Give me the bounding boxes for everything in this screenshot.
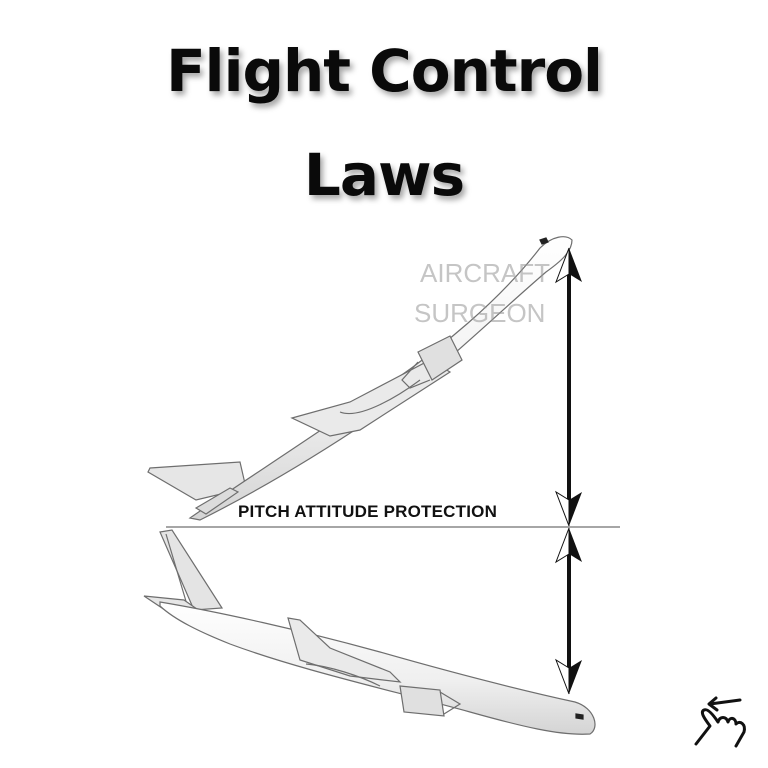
upper-double-arrow [555, 247, 582, 527]
title-line-1: Flight Control [166, 37, 603, 105]
lower-double-arrow [555, 527, 582, 695]
title-line-2: Laws [303, 141, 465, 209]
watermark-line-2: SURGEON [414, 298, 546, 328]
swipe-left-hand-icon [694, 696, 746, 748]
pitch-attitude-protection-label: PITCH ATTITUDE PROTECTION [238, 502, 498, 521]
watermark-line-1: AIRCRAFT [420, 258, 550, 288]
aircraft-nose-up [147, 236, 573, 521]
aircraft-nose-down [143, 529, 596, 735]
